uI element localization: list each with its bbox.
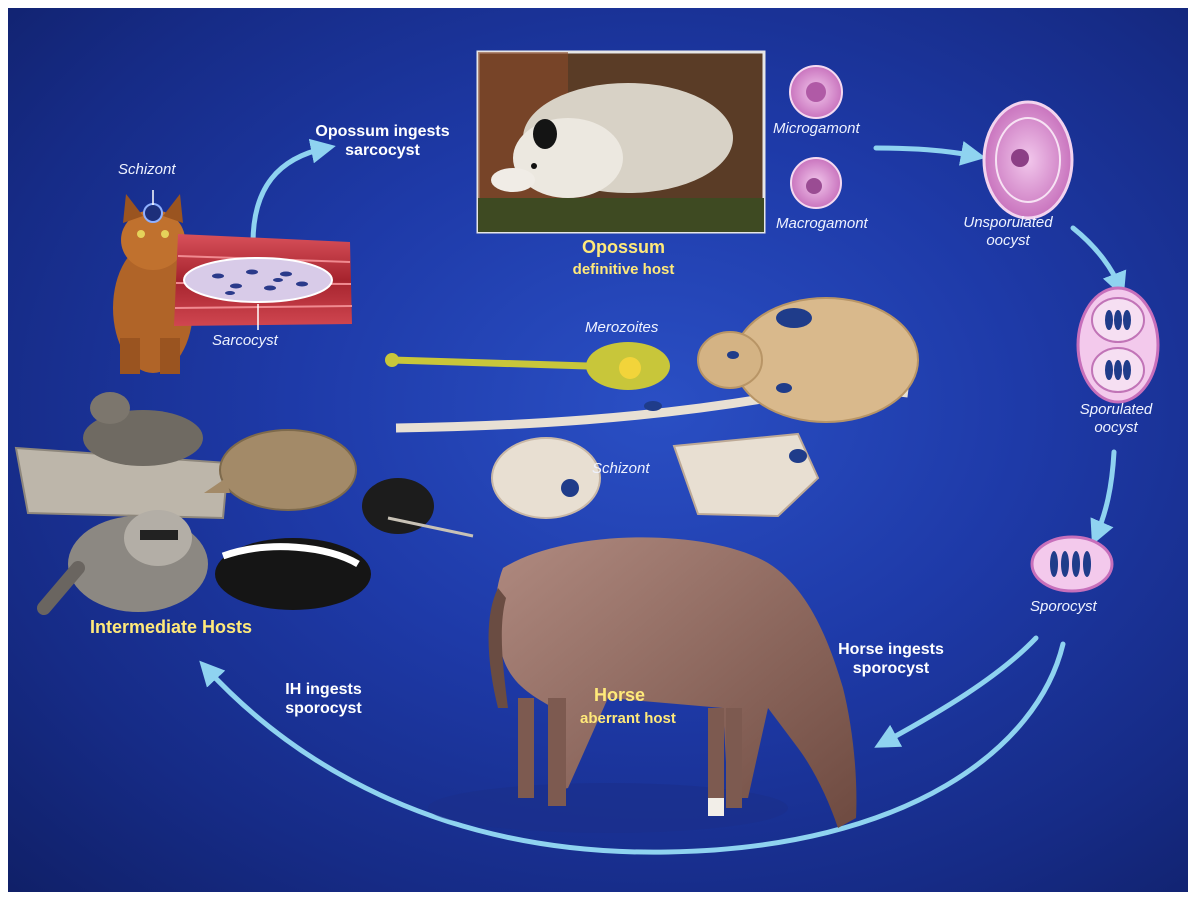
opossum-subtitle: definitive host (536, 261, 711, 278)
opossum-photo (478, 52, 764, 232)
schizont-top-label: Schizont (118, 161, 176, 179)
ih-ingests-label: IH ingestssporocyst (266, 680, 381, 718)
armadillo-image (204, 430, 356, 510)
macrogamont-icon (791, 158, 841, 208)
sporocyst-label: Sporocyst (1030, 598, 1097, 616)
arrow-sporulated-to-sporocyst (1096, 452, 1114, 536)
raccoon-image (44, 510, 208, 612)
horse-ingests-label: Horse ingestssporocyst (826, 640, 956, 678)
opossum-title: Opossum (536, 237, 711, 258)
unsporulated-oocyst-label: Unsporulatedoocyst (943, 214, 1073, 250)
sarcocyst-label: Sarcocyst (212, 332, 278, 350)
sporulated-oocyst-label: Sporulatedoocyst (1056, 401, 1176, 437)
otter-image (83, 392, 203, 466)
arrow-sarcocyst-to-opossum (253, 148, 326, 243)
microgamont-icon (790, 66, 842, 118)
muscle-sarcocyst-image (174, 234, 352, 326)
life-cycle-diagram: Opossum ingestssarcocyst Schizont Sarcoc… (8, 8, 1188, 892)
opossum-ingests-label: Opossum ingestssarcocyst (305, 122, 460, 160)
unsporulated-oocyst-icon (984, 102, 1072, 218)
microgamont-label: Microgamont (773, 120, 860, 138)
sporocyst-icon (1032, 537, 1112, 591)
sporulated-oocyst-icon (1078, 288, 1158, 402)
macrogamont-label: Macrogamont (776, 215, 868, 233)
arrow-oocyst-to-sporulated (1073, 228, 1120, 288)
arrow-gamonts-to-oocyst (876, 148, 976, 156)
schizont-mid-label: Schizont (592, 460, 650, 478)
intermediate-hosts-title: Intermediate Hosts (90, 617, 252, 638)
merozoites-label: Merozoites (585, 319, 658, 337)
neuron-image (385, 342, 670, 390)
horse-subtitle: aberrant host (580, 710, 676, 727)
diagram-artwork (8, 8, 1188, 892)
horse-title: Horse (594, 685, 645, 706)
